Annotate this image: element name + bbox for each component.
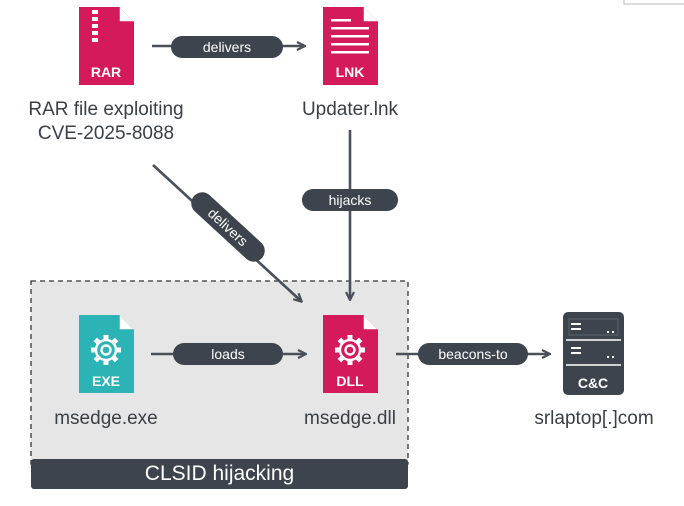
clsid-region-title: CLSID hijacking (31, 459, 408, 489)
edge-label-rar-to-lnk: delivers (171, 36, 283, 58)
zip-file-icon (92, 10, 98, 42)
gear-icon (91, 335, 121, 365)
rar-label-line1: RAR file exploiting (28, 99, 184, 120)
edge-label-lnk-to-dll: hijacks (302, 189, 398, 211)
corner-line (623, 0, 684, 5)
cnc-label: srlaptop[.]com (534, 408, 654, 429)
exe-badge: EXE (92, 373, 120, 389)
gear-icon (335, 335, 365, 365)
cnc-badge: C&C (578, 375, 608, 391)
rar-label-line2: CVE-2025-8088 (37, 123, 175, 144)
document-icon (331, 19, 369, 54)
rar-badge: RAR (91, 64, 121, 80)
dll-file-icon: DLL (323, 315, 378, 393)
pill-rar-to-dll: delivers (191, 192, 265, 262)
dll-label: msedge.dll (304, 408, 396, 429)
lnk-file-icon: LNK (323, 7, 378, 85)
lnk-badge: LNK (336, 64, 365, 80)
exe-file-icon: EXE (79, 315, 134, 393)
lnk-label: Updater.lnk (301, 99, 399, 120)
exe-label: msedge.exe (54, 408, 158, 429)
edge-label-exe-to-dll: loads (173, 343, 283, 365)
server-icon: C&C (563, 312, 624, 395)
rar-file-icon: RAR (79, 7, 134, 85)
dll-badge: DLL (336, 373, 364, 389)
edge-label-dll-to-cnc: beacons-to (418, 343, 528, 365)
